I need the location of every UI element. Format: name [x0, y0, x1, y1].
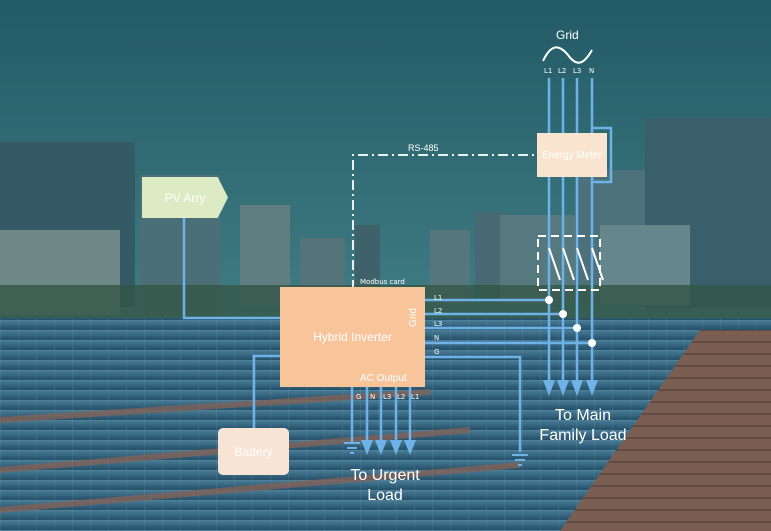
grid-phase-l1: L1	[544, 67, 553, 75]
grid-phase-l2: L2	[558, 67, 567, 75]
ac-out-terminal-l2: L2	[397, 393, 406, 401]
ac-wave-icon	[542, 46, 593, 64]
junction-dot-l2	[559, 310, 567, 318]
main-load-label: To Main Family Load	[528, 406, 638, 446]
breaker-switch-icon	[548, 247, 604, 281]
inverter-grid-g-wire	[424, 355, 522, 452]
grid-phase-l3: L3	[573, 67, 582, 75]
ground-icon-grid	[512, 454, 528, 466]
rs485-label: RS-485	[408, 143, 439, 153]
main-load-arrow-l2	[557, 380, 569, 396]
urgent-load-label-line2: Load	[367, 487, 403, 504]
energy-meter-label: Energy Meter	[541, 149, 603, 161]
main-load-arrow-l1	[543, 380, 555, 396]
pv-array-wire	[182, 218, 283, 320]
ac-out-terminal-l1: L1	[411, 393, 420, 401]
ac-out-terminal-n: N	[370, 393, 376, 401]
junction-dot-l3	[573, 324, 581, 332]
inverter-terminal-l2: L2	[434, 307, 443, 315]
grid-phase-n: N	[589, 67, 595, 75]
meter-loop-wire	[592, 126, 613, 184]
inverter-terminal-g: G	[434, 348, 440, 356]
ground-icon-ac-output	[344, 442, 360, 454]
urgent-load-arrow-n	[361, 440, 373, 455]
battery-wire	[252, 354, 283, 428]
pv-array-box: PV Arry	[142, 177, 228, 218]
ac-out-terminal-g: G	[356, 393, 362, 401]
hybrid-inverter-label: Hybrid Inverter	[313, 330, 392, 344]
battery-box: Battery	[218, 428, 289, 475]
urgent-load-label-line1: To Urgent	[350, 467, 420, 484]
energy-meter-box: Energy Meter	[537, 133, 607, 177]
hybrid-inverter-box: Hybrid Inverter	[280, 287, 425, 387]
inverter-terminal-n: N	[434, 334, 440, 342]
inverter-terminal-l3: L3	[434, 320, 443, 328]
rs485-line	[352, 154, 537, 290]
junction-dot-n	[588, 339, 596, 347]
pv-array-label: PV Arry	[164, 190, 206, 205]
grid-title: Grid	[556, 28, 579, 42]
modbus-card-label: Modbus card	[360, 278, 405, 286]
battery-label: Battery	[234, 444, 273, 459]
main-load-arrow-l3	[571, 380, 583, 396]
ac-out-terminal-l3: L3	[383, 393, 392, 401]
inverter-terminal-l1: L1	[434, 294, 443, 302]
urgent-load-arrow-l2	[390, 440, 402, 455]
inverter-grid-label: Grid	[407, 308, 419, 327]
urgent-load-arrow-l3	[375, 440, 387, 455]
main-load-label-line1: To Main	[554, 407, 612, 424]
breaker-dashed-box	[537, 235, 601, 291]
urgent-load-label: To Urgent Load	[330, 466, 440, 506]
main-load-arrow-n	[586, 380, 598, 396]
inverter-ac-output-label: AC Output	[360, 373, 407, 384]
main-load-label-line2: Family Load	[539, 427, 627, 444]
junction-dot-l1	[545, 296, 553, 304]
urgent-load-arrow-l1	[404, 440, 416, 455]
